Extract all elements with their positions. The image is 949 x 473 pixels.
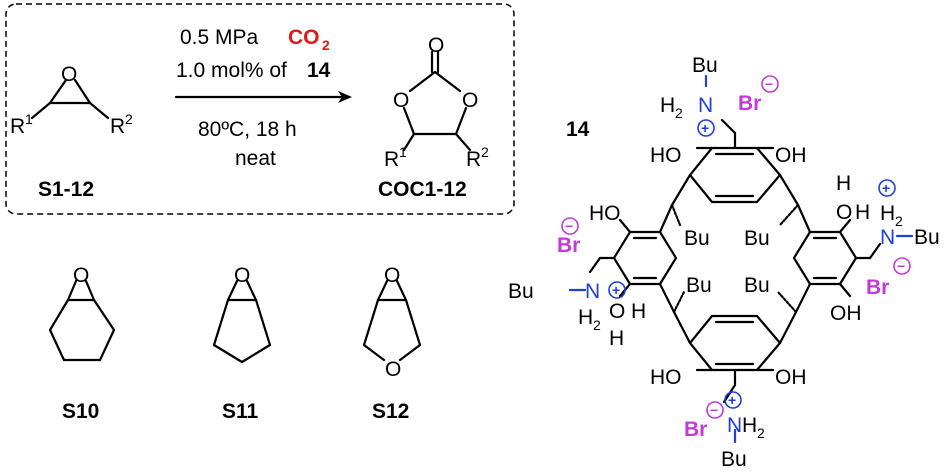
h-left-bottom-2: H — [631, 300, 646, 323]
o-left-bottom: O — [609, 300, 625, 323]
h-left-bottom: H — [609, 327, 624, 350]
substrate-label: S1-12 — [38, 178, 94, 201]
h-right-top: H — [836, 172, 851, 195]
r1-label: R — [10, 115, 25, 138]
h2-top-sub: 2 — [675, 105, 683, 121]
plus-charge-top — [697, 119, 715, 137]
h2-bottom-sub: 2 — [757, 425, 765, 441]
bu-left: Bu — [508, 280, 534, 303]
nitrogen-top: N — [698, 94, 713, 117]
nitrogen-left: N — [585, 280, 600, 303]
oh-top-right: OH — [775, 144, 807, 167]
s12-epoxide-oxygen: O — [384, 264, 400, 287]
product-r2-sup: 2 — [481, 144, 489, 160]
catalyst-label: 14 — [566, 118, 590, 141]
plus-right: + — [882, 180, 890, 196]
minus-right: − — [897, 258, 905, 274]
s12-structure — [362, 279, 422, 362]
h2-bottom: H — [742, 414, 757, 437]
minus-charge-left — [561, 217, 579, 235]
minus-charge-top — [761, 75, 779, 93]
minus-top: − — [765, 76, 773, 92]
plus-left: + — [612, 282, 620, 298]
ho-bottom-left: HO — [650, 366, 682, 389]
bromide-top: Br — [738, 92, 761, 115]
minus-charge-right — [893, 257, 911, 275]
product-r2: R — [466, 148, 481, 171]
product-r1-sup: 1 — [399, 144, 407, 160]
s11-structure — [212, 279, 272, 364]
oh-right-bottom: OH — [830, 302, 862, 325]
bu-inner-2: Bu — [744, 227, 770, 250]
plus-charge-right — [878, 179, 896, 197]
condition-gas-sub: 2 — [322, 37, 330, 53]
condition-catalyst: 14 — [307, 59, 331, 82]
carbonyl-oxygen: O — [428, 34, 444, 57]
product-carbonate — [402, 50, 472, 152]
bu-top: Bu — [692, 54, 718, 77]
ring-oxygen-left: O — [393, 89, 409, 112]
minus-charge-bottom — [706, 401, 724, 419]
condition-loading: 1.0 mol% of — [176, 59, 287, 82]
s10-label: S10 — [62, 400, 99, 423]
ho-top-left: HO — [650, 144, 682, 167]
h-right-top-2: H — [855, 201, 870, 224]
ho-left-top: HO — [589, 202, 621, 225]
plus-charge-bottom — [724, 391, 742, 409]
plus-bottom: + — [728, 392, 736, 408]
reaction-box — [5, 3, 515, 215]
condition-neat: neat — [235, 147, 276, 170]
s10-structure — [48, 279, 116, 362]
minus-bottom: − — [710, 402, 718, 418]
s12-label: S12 — [372, 400, 409, 423]
bu-inner-4: Bu — [744, 274, 770, 297]
plus-top: + — [701, 120, 709, 136]
condition-pressure: 0.5 MPa — [180, 26, 259, 49]
nitrogen-bottom: N — [727, 414, 742, 437]
ring-oxygen-right: O — [462, 89, 478, 112]
bu-right: Bu — [914, 226, 940, 249]
h2-top: H — [660, 94, 675, 117]
bromide-left: Br — [557, 234, 580, 257]
catalyst-skeleton — [588, 118, 882, 404]
s10-oxygen: O — [73, 264, 89, 287]
h2-left-sub: 2 — [593, 317, 601, 333]
epoxide-oxygen: O — [61, 63, 77, 86]
h2-right-sub: 2 — [895, 213, 903, 229]
o-right-top: O — [836, 201, 852, 224]
product-r1: R — [384, 148, 399, 171]
bromide-right: Br — [866, 276, 889, 299]
minus-left: − — [565, 218, 573, 234]
s11-label: S11 — [222, 400, 259, 423]
h2-right: H — [880, 202, 895, 225]
reaction-arrow — [174, 91, 352, 103]
h2-left: H — [578, 306, 593, 329]
substrate-epoxide — [30, 78, 110, 120]
bromide-bottom: Br — [684, 418, 707, 441]
r1-superscript: 1 — [25, 111, 33, 127]
product-label: COC1-12 — [378, 178, 467, 201]
oh-bottom-right: OH — [775, 366, 807, 389]
r2-label: R — [110, 115, 125, 138]
bu-inner-3: Bu — [686, 274, 712, 297]
condition-gas: CO — [288, 26, 320, 49]
r2-superscript: 2 — [125, 111, 133, 127]
bu-bottom: Bu — [721, 448, 747, 471]
nitrogen-right: N — [880, 226, 895, 249]
s12-ring-oxygen: O — [385, 358, 401, 381]
condition-temperature: 80ºC, 18 h — [198, 118, 297, 141]
bu-inner-1: Bu — [684, 227, 710, 250]
s11-oxygen: O — [234, 264, 250, 287]
nitrogen-bonds — [568, 74, 914, 444]
plus-charge-left — [608, 281, 626, 299]
